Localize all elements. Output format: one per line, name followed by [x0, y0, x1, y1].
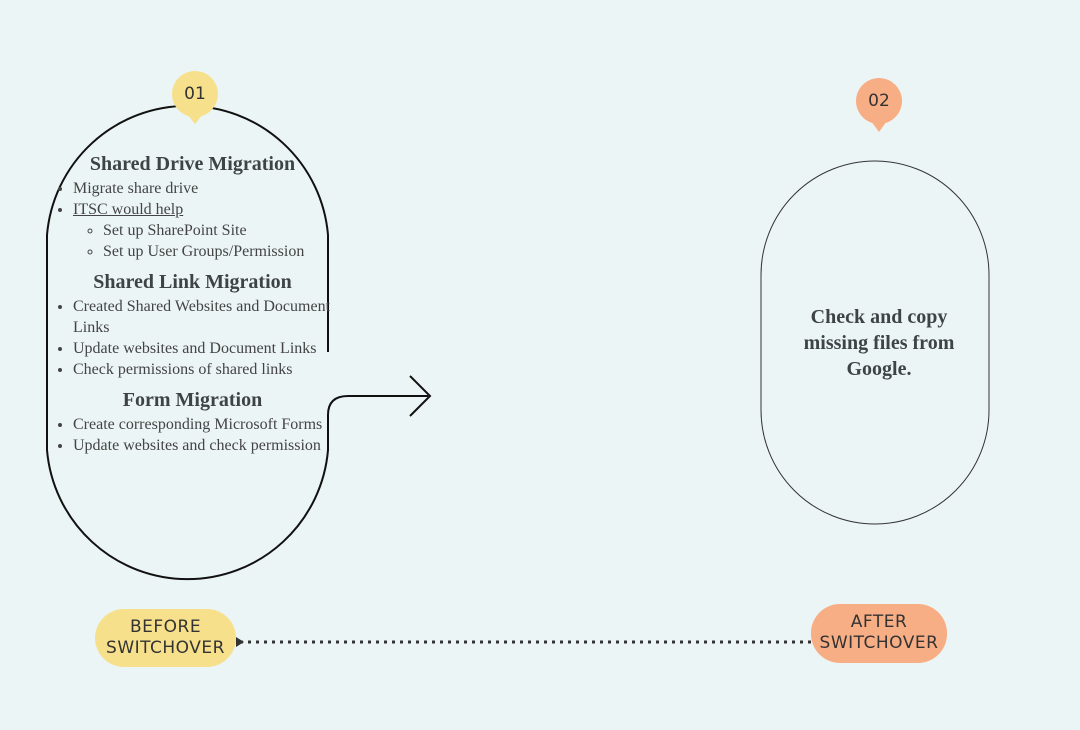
step1-outline [46, 104, 428, 581]
before-switchover-pill [95, 609, 236, 667]
list-item: Create corresponding Microsoft Forms [73, 414, 335, 435]
list-item: Created Shared Websites and Document Lin… [73, 296, 335, 338]
before-switchover-label: BEFORE SWITCHOVER [106, 617, 225, 658]
list-item: Update websites and Document Links [73, 338, 335, 359]
section-title: Form Migration [122, 389, 263, 411]
list-item-text: Created Shared Websites and Document Lin… [73, 298, 331, 336]
list-item-text: ITSC would help [73, 201, 184, 218]
section-title: Shared Link Migration [93, 271, 292, 293]
sub-list: Set up SharePoint SiteSet up User Groups… [73, 220, 335, 262]
section-list: Created Shared Websites and Document Lin… [50, 296, 335, 380]
list-item-text: Update websites and Document Links [73, 340, 317, 357]
step1-badge [172, 71, 218, 124]
section-0: Shared Drive MigrationMigrate share driv… [50, 150, 335, 262]
after-switchover-label: AFTER SWITCHOVER [819, 612, 939, 653]
section-list: Migrate share driveITSC would help Set u… [50, 178, 335, 262]
list-item-text: Migrate share drive [73, 180, 199, 197]
sub-list-item: Set up User Groups/Permission [103, 241, 335, 262]
list-item: Migrate share drive [73, 178, 335, 199]
step2-badge-label: 02 [868, 91, 890, 111]
after-switchover-pill [811, 604, 947, 663]
arrow-head [409, 375, 432, 417]
list-item: Check permissions of shared links [73, 359, 335, 380]
list-item-text: Check permissions of shared links [73, 361, 293, 378]
section-title: Shared Drive Migration [89, 153, 296, 175]
list-item-text: Create corresponding Microsoft Forms [73, 416, 323, 433]
section-2: Form MigrationCreate corresponding Micro… [50, 386, 335, 456]
step2-text: Check and copy missing files from Google… [803, 306, 955, 380]
timeline-arrow-icon [236, 637, 244, 647]
list-item: Update websites and check permission [73, 435, 335, 456]
step1-badge-label: 01 [184, 84, 206, 104]
step1-content: Shared Drive MigrationMigrate share driv… [50, 150, 335, 462]
section-list: Create corresponding Microsoft FormsUpda… [50, 414, 335, 456]
sub-list-item: Set up SharePoint Site [103, 220, 335, 241]
list-item-text: Update websites and check permission [73, 437, 321, 454]
step2-badge [856, 78, 902, 132]
section-1: Shared Link MigrationCreated Shared Webs… [50, 268, 335, 380]
step2-outline [760, 160, 990, 525]
list-item: ITSC would help Set up SharePoint SiteSe… [73, 199, 335, 262]
